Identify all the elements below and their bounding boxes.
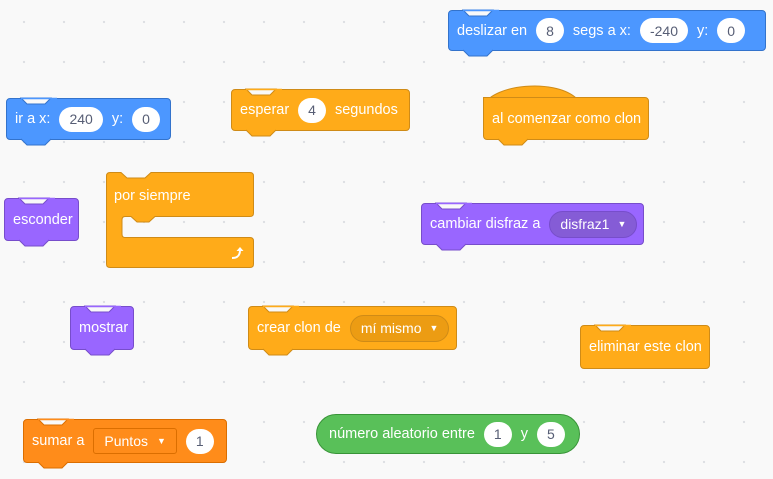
glide-y-input[interactable]: 0 <box>717 18 746 43</box>
clone-start-hat-block[interactable]: al comenzar como clon <box>483 82 649 148</box>
goto-x-input[interactable]: 240 <box>59 106 103 132</box>
forever-label: por siempre <box>114 188 191 204</box>
variable-dropdown-value: Puntos <box>104 433 148 449</box>
glide-x-label: segs a x: <box>572 22 631 39</box>
goto-x-label: ir a x: <box>15 111 51 127</box>
wait-unit-label: segundos <box>334 102 398 118</box>
chevron-down-icon: ▼ <box>429 323 439 333</box>
delete-clone-block[interactable]: eliminar este clon <box>580 324 710 369</box>
loop-arrow-icon <box>230 246 244 265</box>
goto-block[interactable]: ir a x: 240 y: 0 <box>6 97 171 146</box>
random-to-input[interactable]: 5 <box>536 421 565 447</box>
clone-start-label: al comenzar como clon <box>492 110 642 127</box>
change-amount-input[interactable]: 1 <box>185 428 214 454</box>
show-label: mostrar <box>79 320 129 336</box>
costume-dropdown-value: disfraz1 <box>560 216 610 232</box>
glide-secs-input[interactable]: 8 <box>536 18 564 43</box>
glide-block[interactable]: deslizar en 8 segs a x: -240 y: 0 <box>448 9 766 57</box>
delete-clone-label: eliminar este clon <box>589 339 702 355</box>
variable-dropdown[interactable]: Puntos ▼ <box>93 428 177 454</box>
wait-secs-input[interactable]: 4 <box>298 97 326 123</box>
random-number-reporter[interactable]: número aleatorio entre 1 y 5 <box>316 414 580 454</box>
random-and-label: y <box>520 426 528 442</box>
wait-block[interactable]: esperar 4 segundos <box>231 88 410 137</box>
wait-label: esperar <box>240 102 290 118</box>
glide-label: deslizar en <box>457 22 528 39</box>
show-block[interactable]: mostrar <box>70 305 134 356</box>
create-clone-label: crear clon de <box>257 320 341 336</box>
costume-dropdown[interactable]: disfraz1 ▼ <box>549 210 638 238</box>
chevron-down-icon: ▼ <box>156 436 166 446</box>
hide-label: esconder <box>13 211 73 228</box>
glide-x-input[interactable]: -240 <box>639 18 688 43</box>
hide-block[interactable]: esconder <box>4 197 79 247</box>
chevron-down-icon: ▼ <box>617 219 627 229</box>
goto-y-input[interactable]: 0 <box>132 106 160 132</box>
clone-target-dropdown[interactable]: mí mismo ▼ <box>349 314 450 342</box>
switch-costume-block[interactable]: cambiar disfraz a disfraz1 ▼ <box>421 202 644 251</box>
change-variable-block[interactable]: sumar a Puntos ▼ 1 <box>23 418 227 469</box>
goto-y-label: y: <box>111 111 124 127</box>
random-from-input[interactable]: 1 <box>483 421 512 447</box>
switch-costume-label: cambiar disfraz a <box>430 216 541 232</box>
clone-target-value: mí mismo <box>360 320 422 336</box>
forever-block[interactable]: por siempre <box>106 172 254 268</box>
change-variable-label: sumar a <box>32 433 85 449</box>
create-clone-block[interactable]: crear clon de mí mismo ▼ <box>248 305 457 356</box>
random-label: número aleatorio entre <box>329 426 475 442</box>
glide-y-label: y: <box>696 22 709 39</box>
